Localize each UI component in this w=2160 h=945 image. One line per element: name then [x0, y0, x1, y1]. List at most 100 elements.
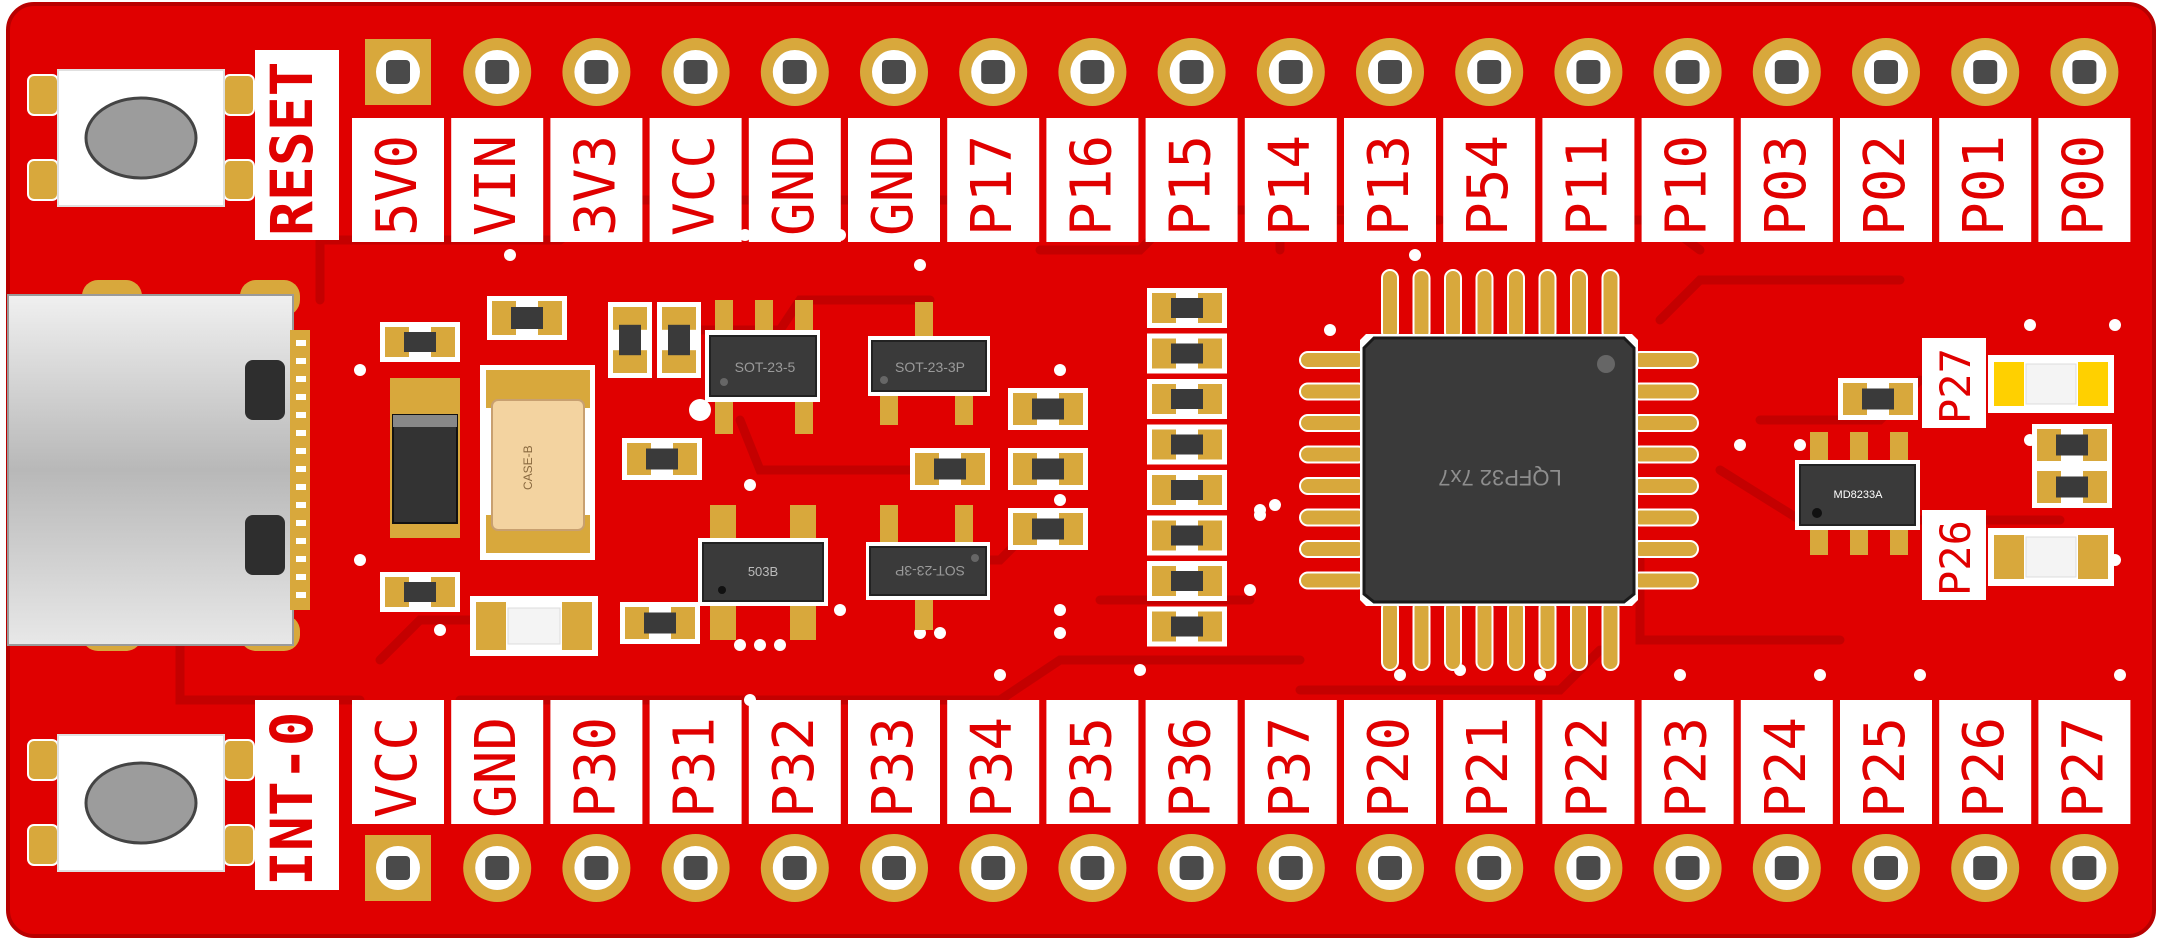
smd-part [622, 438, 702, 480]
smd-part [1147, 515, 1227, 556]
top-pin-hole [1157, 38, 1226, 106]
top-pin-label-box [649, 118, 742, 242]
top-pin-label-box [1344, 118, 1436, 242]
bottom-pin-label-box [848, 700, 940, 824]
smd-part [1838, 378, 1918, 420]
smd-part [2032, 424, 2112, 466]
top-pin-hole [1951, 38, 2020, 106]
top-pin-label-box [1542, 118, 1635, 242]
bottom-pin-hole [1752, 834, 1821, 902]
bottom-pin-hole [1157, 834, 1226, 902]
bottom-pin-hole [860, 834, 928, 902]
usb-c-connector [7, 280, 310, 651]
top-pin-hole [760, 38, 829, 106]
bottom-pin-hole [1058, 834, 1127, 902]
bottom-pin-hole [1554, 834, 1623, 902]
capacitor-label: CASE-B [521, 445, 535, 490]
sot23-3p-chip-b: SOT-23-3P [866, 505, 990, 630]
top-pin-hole [661, 38, 730, 106]
smd-part [657, 302, 701, 378]
md8233a-label: MD8233A [1834, 489, 1884, 501]
top-pin-label-box [1840, 118, 1932, 242]
smd-part [620, 602, 700, 644]
top-pin-label: P16 [1059, 135, 1124, 236]
chip-md8233a: MD8233A [1795, 432, 1920, 555]
bottom-pin-label: P30 [563, 717, 628, 818]
bottom-pin-hole [562, 834, 631, 902]
int0-label-box: INT-0 [255, 700, 339, 890]
bottom-pin-hole [661, 834, 730, 902]
top-pin-hole [365, 39, 431, 105]
bottom-pin-label-box [550, 700, 643, 824]
smd-part [1008, 508, 1088, 550]
top-pin-label-box [1740, 118, 1833, 242]
top-pin-hole [1356, 38, 1424, 106]
top-pin-hole [1058, 38, 1127, 106]
chip-503b-label: 503B [748, 564, 778, 579]
top-pin-label: P13 [1357, 135, 1422, 236]
bottom-pin-hole [365, 835, 431, 901]
side-label-p27: P27 [1922, 338, 1986, 428]
side-label-p27-text: P27 [1931, 348, 1980, 424]
top-pin-label-box [1443, 118, 1536, 242]
bottom-pin-label: P23 [1655, 717, 1720, 818]
smd-part [1008, 388, 1088, 430]
top-pin-label: P02 [1853, 135, 1918, 236]
top-pin-label-box [1145, 118, 1238, 242]
bottom-pin-hole [1852, 834, 1920, 902]
smd-part [380, 572, 460, 612]
mcu-pins [1299, 269, 1699, 671]
top-pin-label: P01 [1952, 135, 2017, 236]
bottom-pin-label-box [352, 700, 444, 824]
bottom-pin-label-box [1145, 700, 1238, 824]
side-label-p26-text: P26 [1931, 520, 1980, 596]
bottom-pin-label: P26 [1952, 717, 2017, 818]
top-pin-hole [463, 38, 532, 106]
top-pin-hole [1852, 38, 1920, 106]
top-pin-label: P14 [1258, 135, 1323, 236]
bottom-pin-hole [760, 834, 829, 902]
smd-components [380, 288, 2112, 647]
top-pin-label: VIN [464, 135, 529, 236]
bottom-pin-label-box [1740, 700, 1833, 824]
bottom-pin-label-box [1344, 700, 1436, 824]
mcu-label: LQFP32 7x7 [1438, 465, 1562, 490]
bottom-header-holes [365, 834, 2119, 902]
bottom-pin-label: P34 [960, 717, 1025, 818]
sot23-3p-chip-a: SOT-23-3P [868, 302, 990, 425]
bottom-pin-label: P20 [1357, 717, 1422, 818]
sot23-3p-label-b: SOT-23-3P [895, 563, 965, 579]
bottom-pin-label-box [1641, 700, 1734, 824]
top-pin-label: GND [861, 135, 926, 236]
bottom-pin-label-box [451, 700, 544, 824]
top-pin-label: VCC [663, 135, 728, 236]
int0-button[interactable] [27, 734, 255, 872]
bottom-pin-label-box [649, 700, 742, 824]
top-pin-label-box [1939, 118, 2032, 242]
smd-part [1147, 470, 1227, 510]
tantalum-capacitor: CASE-B [480, 365, 595, 560]
bottom-pin-label-box [947, 700, 1040, 824]
vias [354, 184, 2126, 706]
smd-part [1147, 561, 1227, 601]
bottom-pin-label: P21 [1456, 717, 1521, 818]
bottom-pin-label: P37 [1258, 717, 1323, 818]
top-pin-label-box [748, 118, 841, 242]
sot23-5-chip: SOT-23-5 [705, 300, 820, 434]
bottom-pin-label: P27 [2051, 717, 2116, 818]
top-pin-label-box [550, 118, 643, 242]
top-pin-label-box [352, 118, 444, 242]
bottom-pin-label-box [2038, 700, 2131, 824]
top-pin-label: P17 [960, 135, 1025, 236]
top-header-holes [365, 38, 2119, 106]
top-pin-label-box [2038, 118, 2131, 242]
bottom-pin-hole [1653, 834, 1722, 902]
bottom-pin-label: GND [464, 717, 529, 818]
reset-button[interactable] [27, 69, 255, 207]
top-pin-hole [1256, 38, 1325, 106]
top-pin-hole [1455, 38, 1524, 106]
bottom-pin-label-box [748, 700, 841, 824]
